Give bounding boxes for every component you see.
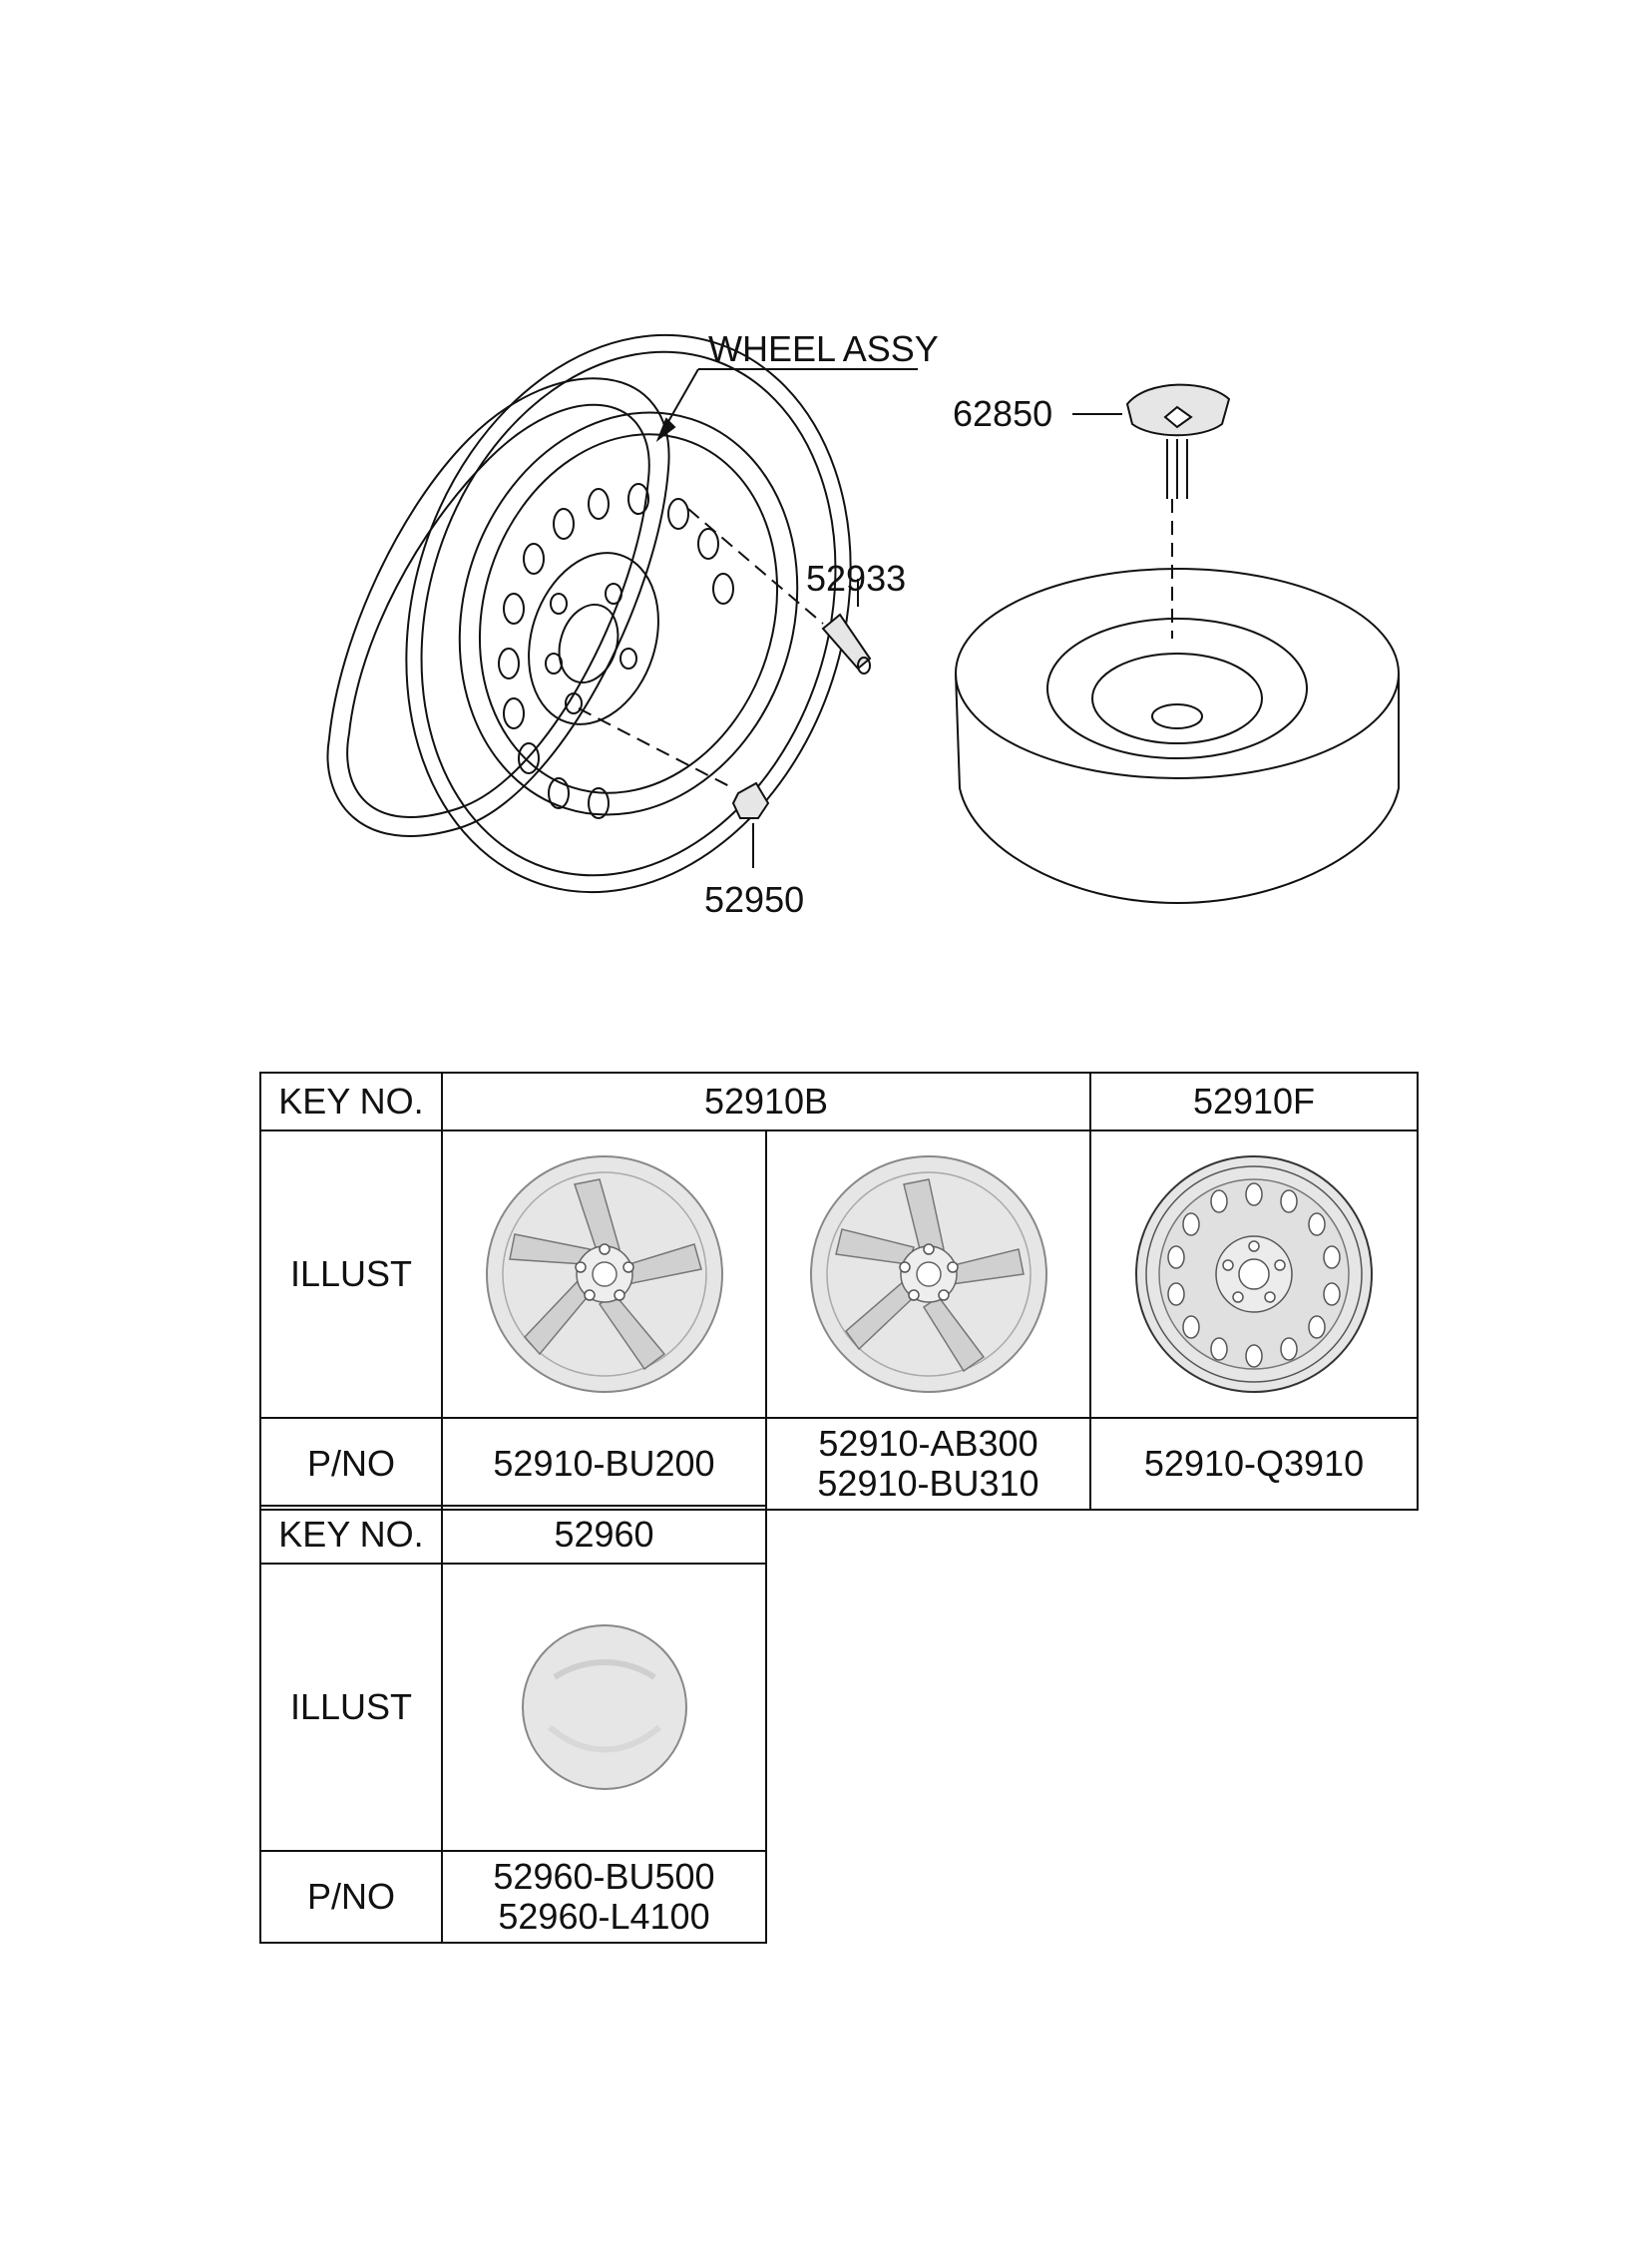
spare-hold-down-icon — [1072, 383, 1231, 639]
cap-part-label: 62850 — [953, 393, 1053, 434]
valve-stem-icon — [687, 508, 872, 675]
part-number: 52960-L4100 — [498, 1896, 710, 1937]
steel-wheel-icon — [326, 333, 852, 894]
pno-alloy-wheel-2: 52910-AB300 52910-BU310 — [765, 1417, 1091, 1511]
key-value-52910b: 52910B — [441, 1072, 1091, 1131]
pno-header: P/NO — [259, 1417, 443, 1511]
part-number: 52910-BU200 — [493, 1443, 715, 1484]
key-no-header: KEY NO. — [259, 1072, 443, 1131]
hub-cap-icon — [521, 1624, 687, 1790]
pno-header: P/NO — [259, 1850, 443, 1944]
part-number: 52910-BU310 — [817, 1463, 1039, 1504]
lug-nut-icon — [578, 707, 770, 868]
illust-header: ILLUST — [259, 1563, 443, 1852]
parts-table-hubcap: KEY NO. 52960 ILLUST P/NO 52960-BU500 52… — [259, 1505, 767, 1944]
wheel-assy-label: WHEEL ASSY — [708, 328, 939, 369]
illust-alloy-wheel-1 — [441, 1129, 767, 1419]
alloy-wheel-icon — [485, 1155, 723, 1393]
key-value-52960: 52960 — [441, 1505, 767, 1565]
key-no-header: KEY NO. — [259, 1505, 443, 1565]
part-number: 52910-AB300 — [818, 1423, 1038, 1464]
pno-hub-cap: 52960-BU500 52960-L4100 — [441, 1850, 767, 1944]
parts-table-main: KEY NO. 52910B 52910F ILLUST — [259, 1072, 1419, 1511]
illust-alloy-wheel-2 — [765, 1129, 1091, 1419]
illust-header: ILLUST — [259, 1129, 443, 1419]
illust-hub-cap — [441, 1563, 767, 1852]
exploded-diagram — [326, 333, 1400, 905]
pno-steel-wheel: 52910-Q3910 — [1089, 1417, 1419, 1511]
valve-part-label: 52933 — [806, 558, 907, 599]
spare-tire-icon — [955, 568, 1400, 905]
alloy-wheel-icon — [809, 1155, 1047, 1393]
steel-wheel-icon — [1135, 1155, 1373, 1393]
pno-alloy-wheel-1: 52910-BU200 — [441, 1417, 767, 1511]
key-value-52910f: 52910F — [1089, 1072, 1419, 1131]
part-number: 52960-BU500 — [493, 1856, 715, 1897]
nut-part-label: 52950 — [704, 879, 805, 920]
illust-steel-wheel — [1089, 1129, 1419, 1419]
part-number: 52910-Q3910 — [1143, 1443, 1365, 1484]
